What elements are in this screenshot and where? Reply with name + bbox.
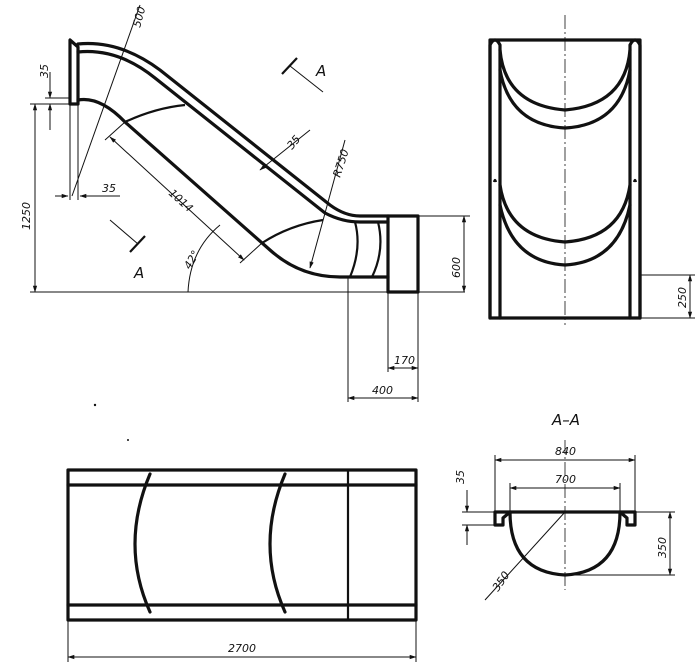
r750-leader [309,139,346,269]
plan-curve-1 [133,472,152,614]
dim-end-width-inner: 170 [394,354,415,367]
radius-500-leader [71,4,141,197]
dim-inner-width: 700 [555,473,576,486]
dim-angle: 42° [181,248,202,271]
lower-trough-inner [498,203,632,267]
dim-500: 500 [130,5,148,29]
section-bowl [508,510,622,577]
dim-line-1014 [109,136,245,261]
section-curve-1 [124,103,186,123]
left-lip [493,510,512,527]
dim-base-height: 250 [676,287,689,308]
section-curve-2 [261,218,324,244]
angle-arc [187,224,221,293]
section-curve-3 [348,221,359,278]
dim-total-length: 2700 [228,642,256,655]
section-title: A–A [551,411,580,429]
dim-bend-radius: R750 [330,148,351,179]
left-rail [488,38,502,320]
dim-section-lip: 35 [454,470,467,484]
dim-slope-length: 1014 [166,187,196,215]
section-label-top: A [315,62,326,80]
front-view: 250 [488,15,695,325]
dim-end-height: 600 [450,257,463,278]
plan-curve-2 [268,472,287,614]
dim-lip-height: 35 [38,64,51,78]
slide-inner-edge [76,97,390,279]
side-view: 500 35 1250 35 1014 42° 35 R750 [20,4,470,402]
section-curve-4 [371,221,382,278]
section-marker-top [281,57,298,75]
slide-rim [76,49,390,224]
dim-lip-width: 35 [102,182,116,195]
dim-total-height: 1250 [20,202,33,230]
slide-outer-edge [76,41,390,218]
radius-350-leader [484,511,566,601]
plan-outline [66,468,418,622]
dim-depth: 350 [656,537,669,558]
right-rail [628,38,642,320]
dim-end-width-outer: 400 [372,384,393,397]
section-label-bottom: A [133,264,144,282]
top-lip [68,38,80,106]
lower-trough-outer [498,183,632,244]
dim-outer-width: 840 [555,445,576,458]
plan-view: 2700 [66,468,418,662]
dim-wall-thickness: 35 [284,133,303,152]
right-lip [618,510,637,527]
upper-trough-outer [498,48,632,112]
end-block [386,214,420,294]
upper-trough-inner [498,68,632,130]
section-view: A–A 840 700 35 350 350 [454,411,675,601]
